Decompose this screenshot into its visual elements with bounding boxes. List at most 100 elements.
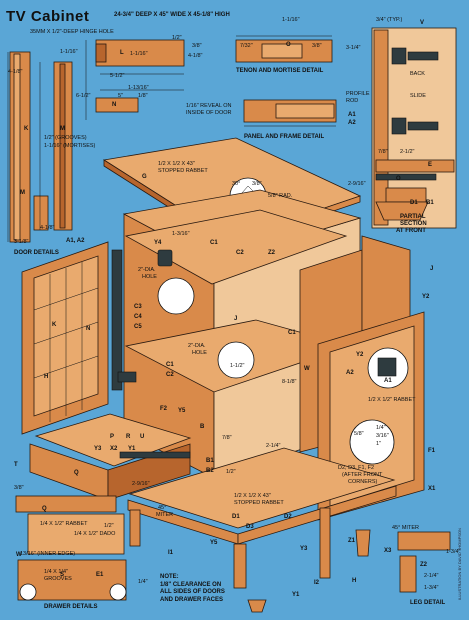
part-label-y1: Y1 <box>128 446 136 452</box>
part-label-d2: D2 <box>284 514 292 520</box>
part-label-c4: C4 <box>134 314 142 320</box>
part-label-s: S <box>60 572 65 578</box>
dim-label-27: 2-9/16" <box>132 481 150 487</box>
section-front-e <box>375 159 455 173</box>
part-label-a1b: A1 <box>348 112 356 118</box>
dim-label-23: 1-1/2" <box>230 363 245 369</box>
part-label-y5b: Y5 <box>210 540 218 546</box>
part-label-b: B <box>200 424 205 430</box>
lower-hole-detail <box>217 341 255 379</box>
part-label-y2b: Y2 <box>356 352 364 358</box>
part-label-v: V <box>420 20 425 26</box>
upper-hole-detail <box>157 277 195 315</box>
part-label-y4: Y4 <box>154 240 162 246</box>
part-label-b1: B1 <box>206 458 214 464</box>
callout-slide: SLIDE <box>410 93 426 99</box>
dim-label-18: 7/8" <box>378 149 388 155</box>
part-label-c1c: C1 <box>166 362 174 368</box>
part-label-y3: Y3 <box>94 446 102 452</box>
leg-right <box>319 507 331 579</box>
callout-hole-upper-1: 2"-DIA. <box>138 267 156 273</box>
door-stile-m-groove <box>59 63 66 229</box>
dim-label-4: 4-1/8" <box>188 53 203 59</box>
callout-miter-word: MITER <box>156 512 174 518</box>
left-door-drawing <box>21 241 137 435</box>
dim-label-1: 1-1/16" <box>130 51 148 57</box>
door-rail-n <box>95 97 139 113</box>
note-block: NOTE: 1/8" CLEARANCE ON ALL SIDES OF DOO… <box>160 574 230 604</box>
callout-after-front-3: CORNERS) <box>348 479 378 485</box>
leg-front <box>233 543 247 589</box>
caption-at-front: AT FRONT <box>396 228 426 234</box>
callout-miter-45: 45° <box>158 505 167 511</box>
drawer-slide <box>119 451 191 459</box>
dim-label-28: 1/2" <box>226 469 236 475</box>
part-label-i2: I2 <box>314 580 320 586</box>
callout-rad: 5/8" RAD. <box>268 193 293 199</box>
note-body: 1/8" CLEARANCE ON ALL SIDES OF DOORS AND… <box>160 581 225 603</box>
callout-stopped-rabbet-top-1: 1/2 X 1/2 X 43" <box>158 161 195 167</box>
dim-label-20: 30° <box>232 181 241 187</box>
right-door-corner-detail <box>349 419 395 465</box>
part-label-y5: Y5 <box>178 408 186 414</box>
dim-label-34: 2-1/4" <box>424 573 439 579</box>
drawer-bottom <box>34 413 192 467</box>
dim-label-3: 3/8" <box>192 43 202 49</box>
callout-rabbet-side: 1/2 X 1/2" RABBET <box>368 397 416 403</box>
caption-partial: PARTIAL <box>400 214 426 220</box>
part-label-f2: F2 <box>160 406 168 412</box>
part-label-y1b: Y1 <box>292 592 300 598</box>
dim-label-5: 5-1/2" <box>110 73 125 79</box>
slide-upper <box>391 47 407 65</box>
leg-detail-leg <box>399 555 417 593</box>
profile-rod-lower <box>407 121 439 131</box>
callout-drawer-rabbet: 1/4 X 1/2" RABBET <box>40 521 88 527</box>
dim-label-8: 5" <box>118 93 124 99</box>
callout-hole-lower-2: HOLE <box>192 350 207 356</box>
drawer-detail-corner-1 <box>19 583 37 601</box>
part-label-h2: H <box>352 578 357 584</box>
part-label-q: Q <box>74 470 79 476</box>
panel-frame-drawing <box>243 99 337 127</box>
dim-label-10: 4-1/8" <box>40 225 55 231</box>
dim-label-15: 3-1/4" <box>346 45 361 51</box>
part-label-h: H <box>44 374 49 380</box>
dim-label-12: 7/32" <box>240 43 253 49</box>
part-label-c3: C3 <box>134 304 142 310</box>
upper-bracket <box>157 249 173 267</box>
dim-label-24: 8-1/8" <box>282 379 297 385</box>
page-subtitle: 24-3/4" DEEP X 45" WIDE X 45-1/8" HIGH <box>114 12 230 18</box>
foot-block <box>247 599 267 613</box>
part-label-mmm: M <box>20 190 25 196</box>
dim-label-14: 1-1/16" <box>282 17 300 23</box>
part-label-o2: O <box>396 176 401 182</box>
dim-label-19: 2-1/2" <box>400 149 415 155</box>
dim-label-16: 3/4" (TYP.) <box>376 17 403 23</box>
dim-label-37: 1/2" <box>104 523 114 529</box>
part-label-z2b: Z2 <box>420 562 428 568</box>
left-door-grid-lines <box>33 262 99 422</box>
dim-label-26: 7/8" <box>222 435 232 441</box>
part-label-t: T <box>14 462 18 468</box>
part-label-o: O <box>286 42 291 48</box>
part-label-d1b: D1 <box>410 200 418 206</box>
leg-detail-rail <box>397 531 451 551</box>
dim-label-36: 1/4" <box>138 579 148 585</box>
leg-detail-block <box>355 529 371 557</box>
slide-lower <box>391 117 407 135</box>
base-frame-drawing <box>127 447 397 613</box>
dim-label-6: 1-13/16" <box>128 85 149 91</box>
part-label-z2: Z2 <box>268 250 276 256</box>
part-label-a2b: A2 <box>348 120 356 126</box>
profile-rod-upper <box>407 51 439 61</box>
page-title: TV Cabinet <box>6 8 90 25</box>
dim-label-9: 1/8" <box>138 93 148 99</box>
part-label-d1: D1 <box>232 514 240 520</box>
callout-drawer-dado: 1/4 X 1/2" DADO <box>74 531 116 537</box>
dim-label-22: 1-3/16" <box>172 231 190 237</box>
part-label-y2: Y2 <box>422 294 430 300</box>
part-label-y3b: Y3 <box>300 546 308 552</box>
door-details-drawing <box>7 39 185 243</box>
part-label-d3: D3 <box>246 524 254 530</box>
part-label-j: J <box>234 316 238 322</box>
